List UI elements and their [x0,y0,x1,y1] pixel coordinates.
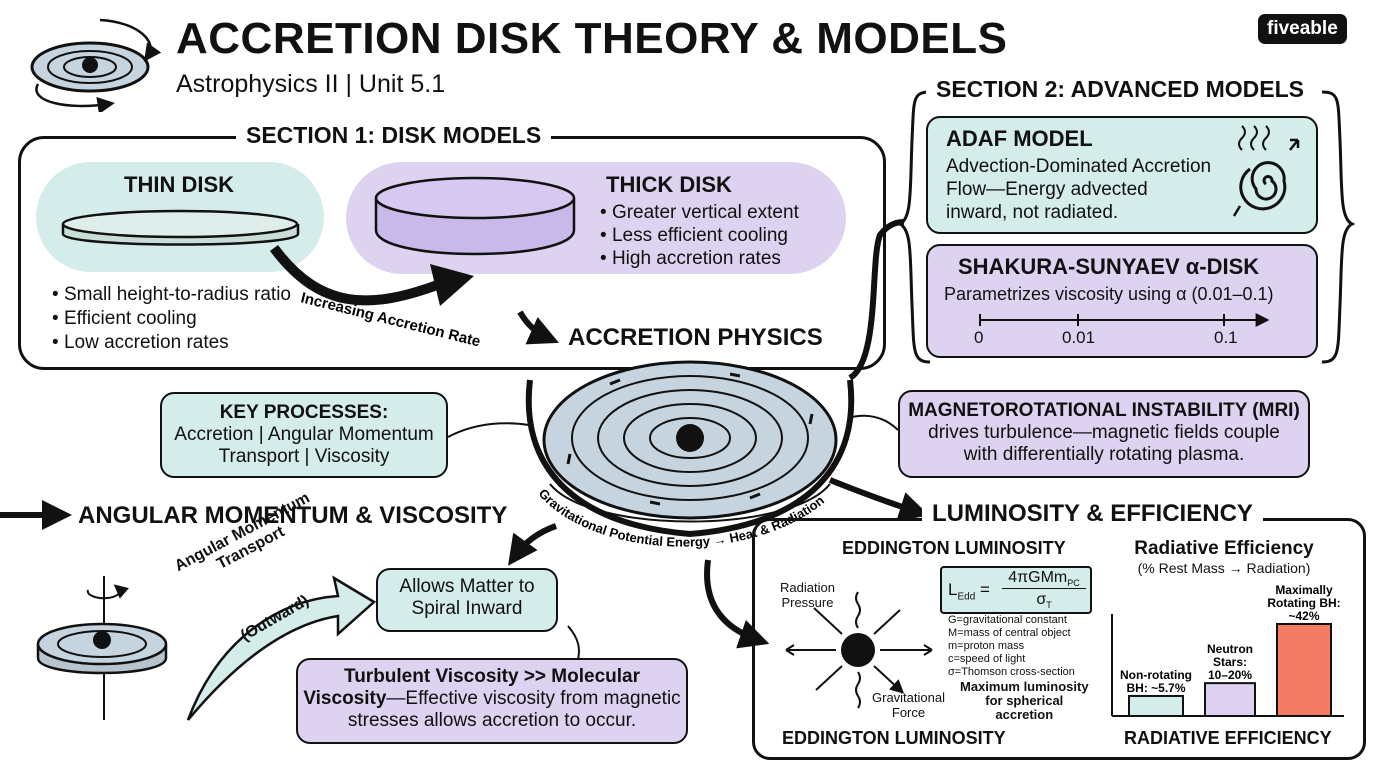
formula-legend: G=gravitational constant M=mass of centr… [948,614,1075,678]
thick-disk-bullets: Greater vertical extent Less efficient c… [600,201,799,270]
adaf-text: Advection-Dominated Accretion Flow—Energ… [946,156,1212,223]
accretion-disk-logo-icon [30,18,162,112]
thick-disk-title: THICK DISK [606,172,732,197]
luminosity-heading: LUMINOSITY & EFFICIENCY [922,500,1263,528]
efficiency-bar [1276,623,1332,717]
efficiency-bar [1128,695,1184,717]
gravitational-force-label: Gravitational Force [872,690,945,720]
spinning-disk-icon [36,576,168,720]
transport-arrow-icon [186,575,377,721]
efficiency-chart-subtitle: (% Rest Mass → Radiation) [1137,560,1311,576]
mri-box: MAGNETOROTATIONAL INSTABILITY (MRI) driv… [898,390,1310,478]
eddington-formula: LEdd = 4πGMmPC σT [940,566,1092,614]
efficiency-chart-title: Radiative Efficiency [1134,538,1314,559]
page-subtitle: Astrophysics II | Unit 5.1 [176,70,446,98]
accretion-physics-title: ACCRETION PHYSICS [568,324,823,351]
spiral-flow-icon [1232,125,1300,217]
efficiency-bar-label: Maximally [1275,584,1333,597]
list-item: Greater vertical extent [600,201,799,224]
efficiency-bar-label: Stars: [1213,655,1247,669]
turbulent-viscosity-box: Turbulent Viscosity >> Molecular Viscosi… [296,658,688,744]
alpha-scale-axis [979,313,1270,327]
adaf-title: ADAF MODEL [946,126,1093,151]
alpha-tick-0: 0 [974,328,984,347]
list-item: Less efficient cooling [600,224,799,247]
accretion-disk-center-icon: Gravitational Potential Energy → Heat & … [525,360,855,550]
efficiency-bar-label: BH: ~5.7% [1126,681,1185,695]
increasing-rate-arrow: Increasing Accretion Rate [269,245,482,350]
brand-logo: fiveable [1258,14,1347,44]
efficiency-bar [1204,682,1256,718]
efficiency-bar-label: 10–20% [1208,668,1252,682]
section1-heading: SECTION 1: DISK MODELS [236,122,552,149]
angular-heading: ANGULAR MOMENTUM & VISCOSITY [78,502,508,529]
eddington-title: EDDINGTON LUMINOSITY [842,538,1066,558]
ss-disk-title: SHAKURA-SUNYAEV α-DISK [958,254,1260,279]
ss-disk-text: Parametrizes viscosity using α (0.01–0.1… [944,284,1274,304]
efficiency-bar-label: Rotating BH: [1267,596,1340,610]
list-item: High accretion rates [600,247,799,270]
list-item: Small height-to-radius ratio [52,283,291,307]
alpha-tick-01: 0.1 [1214,328,1238,347]
efficiency-bar-label: Neutron [1207,642,1253,656]
radiation-pressure-label: Radiation Pressure [780,580,835,610]
thin-disk-icon [61,209,300,246]
key-processes-box: KEY PROCESSES: Accretion | Angular Momen… [160,392,448,478]
max-luminosity-note: Maximum luminosity for spherical accreti… [960,679,1089,722]
thin-disk-title: THIN DISK [124,172,234,197]
efficiency-bar-label: Non-rotating [1120,668,1192,682]
list-item: Efficient cooling [52,307,291,331]
page-title: ACCRETION DISK THEORY & MODELS [176,14,1008,63]
section2-heading: SECTION 2: ADVANCED MODELS [926,76,1315,103]
eddington-footer: EDDINGTON LUMINOSITY [782,728,1006,748]
alpha-tick-001: 0.01 [1062,328,1096,347]
thin-disk-bullets: Small height-to-radius ratio Efficient c… [52,283,291,355]
efficiency-bar-label: ~42% [1288,609,1319,623]
eddington-star-icon [785,591,933,709]
efficiency-footer: RADIATIVE EFFICIENCY [1124,728,1332,748]
thick-disk-icon [374,176,576,256]
spiral-inward-box: Allows Matter to Spiral Inward [376,568,558,632]
list-item: Low accretion rates [52,331,291,355]
ss-disk-card [926,244,1318,358]
